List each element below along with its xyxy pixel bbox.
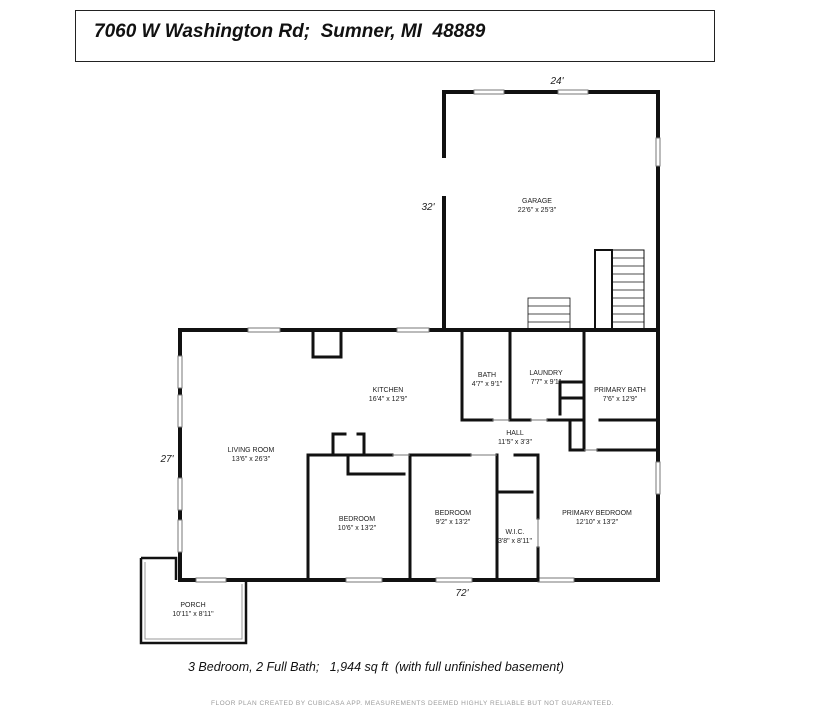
- address-box: 7060 W Washington Rd; Sumner, MI 48889: [75, 10, 715, 62]
- property-summary: 3 Bedroom, 2 Full Bath; 1,944 sq ft (wit…: [188, 660, 564, 674]
- room-labels: GARAGE 22'6" x 25'3" KITCHEN 16'4" x 12'…: [172, 198, 645, 618]
- living-room-label: LIVING ROOM: [228, 447, 275, 454]
- door-marks: [392, 419, 598, 548]
- bedroom-2-size: 9'2" x 13'2": [436, 519, 471, 526]
- dimension-left: 27': [159, 454, 174, 465]
- laundry-size: 7'7" x 9'1": [531, 379, 562, 386]
- garage-size: 22'6" x 25'3": [518, 207, 557, 214]
- primary-bedroom-size: 12'10" x 13'2": [576, 519, 619, 526]
- garage-door-break: [442, 158, 448, 196]
- garage-stairs: [594, 249, 645, 331]
- primary-bedroom-label: PRIMARY BEDROOM: [562, 510, 632, 517]
- porch-label: PORCH: [180, 602, 205, 609]
- dimension-labels: 24' 32' 27' 72': [159, 76, 564, 599]
- hall-label: HALL: [506, 430, 524, 437]
- wic-size: 3'8" x 8'11": [498, 538, 532, 545]
- hall-size: 11'5" x 3'3": [498, 439, 532, 446]
- bedroom-1-size: 10'6" x 13'2": [338, 525, 377, 532]
- bedroom-2-label: BEDROOM: [435, 510, 471, 517]
- bath-size: 4'7" x 9'1": [472, 381, 503, 388]
- dimension-garage-side: 32': [421, 202, 435, 213]
- porch: [139, 556, 248, 645]
- interior-walls: [306, 328, 660, 582]
- bedroom-1-label: BEDROOM: [339, 516, 375, 523]
- entry-steps: [527, 297, 571, 331]
- disclaimer: FLOOR PLAN CREATED BY CUBICASA APP. MEAS…: [211, 700, 614, 707]
- bath-label: BATH: [478, 372, 496, 379]
- kitchen-size: 16'4" x 12'9": [369, 396, 408, 403]
- living-room-size: 13'6" x 26'3": [232, 456, 271, 463]
- garage-label: GARAGE: [522, 198, 552, 205]
- dimension-bottom: 72': [455, 588, 469, 599]
- address-title: 7060 W Washington Rd; Sumner, MI 48889: [94, 21, 486, 42]
- kitchen-label: KITCHEN: [373, 387, 404, 394]
- primary-bath-size: 7'6" x 12'9": [603, 396, 638, 403]
- dimension-top: 24': [549, 76, 564, 87]
- garage-windows: [473, 89, 661, 167]
- primary-bath-label: PRIMARY BATH: [594, 387, 646, 394]
- laundry-label: LAUNDRY: [529, 370, 563, 377]
- porch-size: 10'11" x 8'11": [172, 611, 214, 618]
- main-windows: [177, 327, 661, 583]
- wic-label: W.I.C.: [505, 529, 524, 536]
- porch-rail: [144, 562, 243, 640]
